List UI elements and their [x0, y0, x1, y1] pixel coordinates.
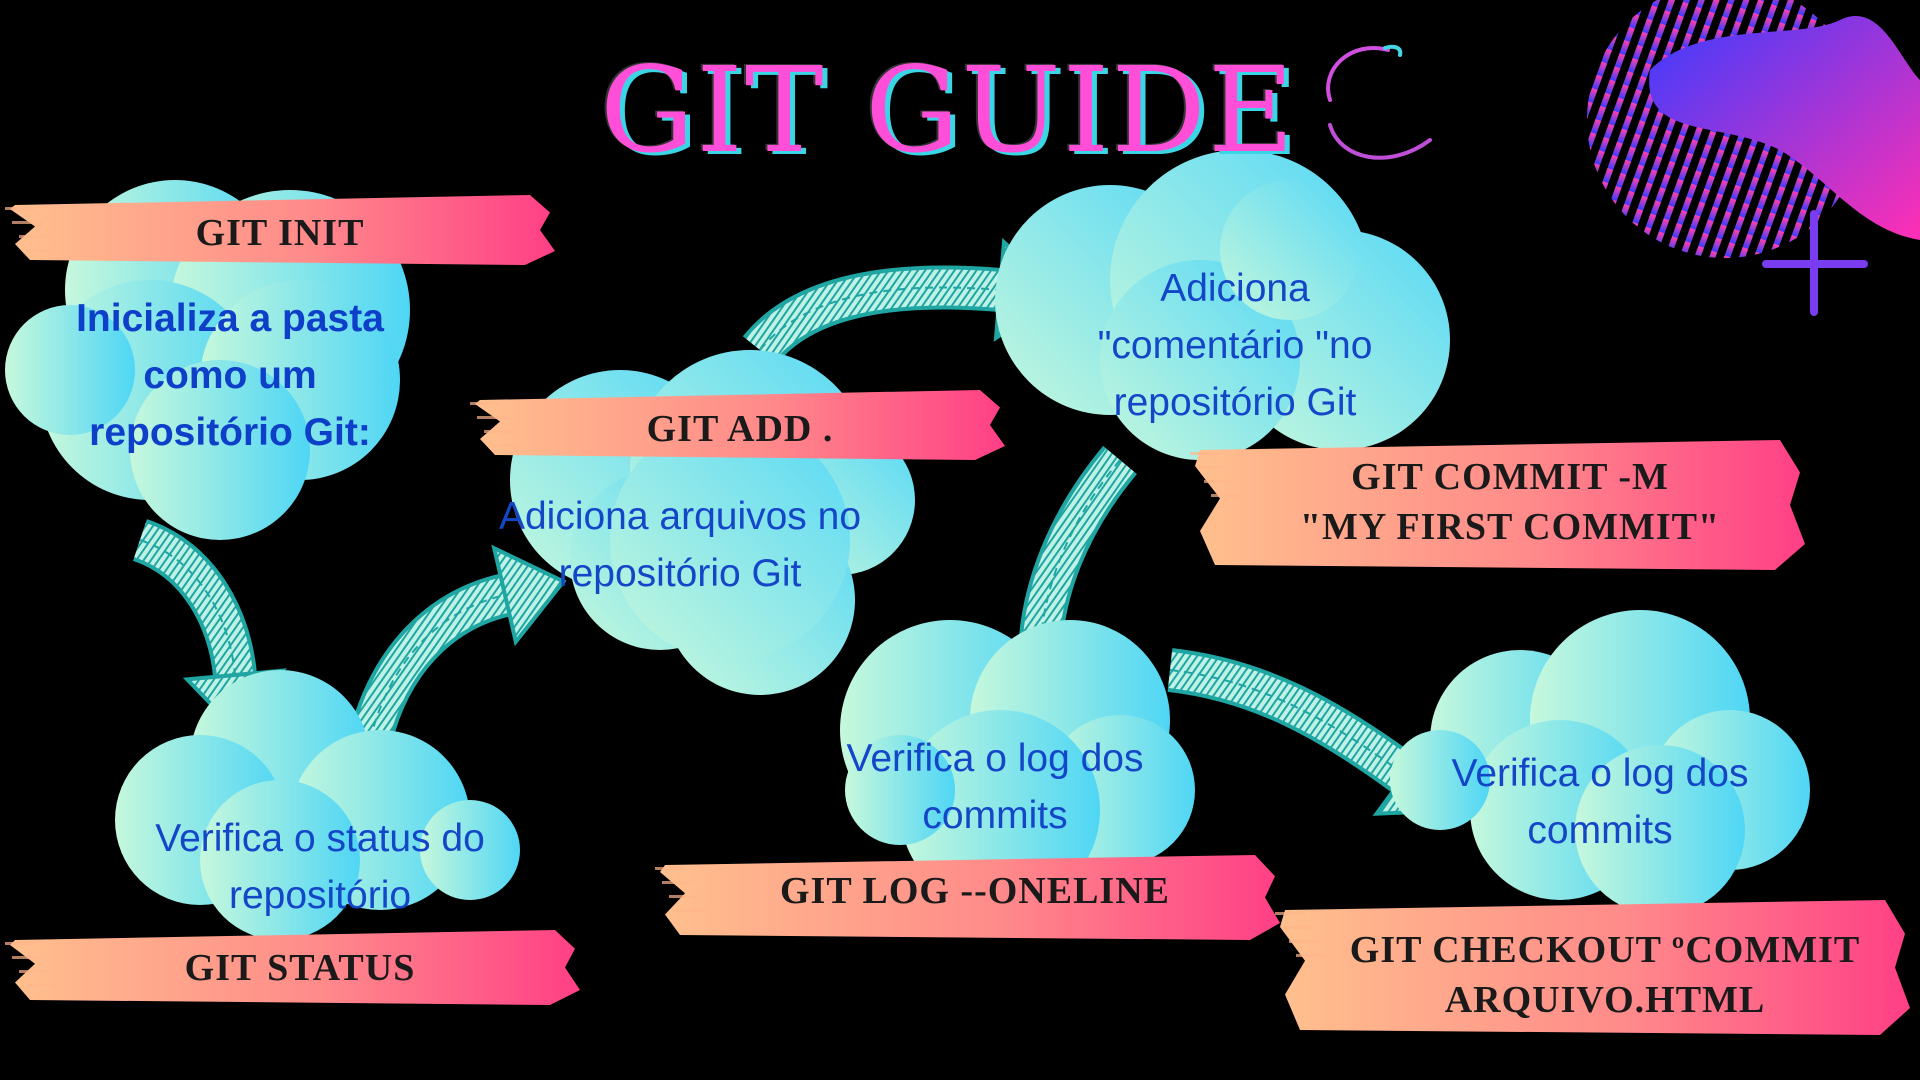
cloud-3: [510, 350, 915, 695]
striped-blob-icon: [1587, 0, 1920, 258]
step-6-description: Verifica o log dos commits: [1400, 745, 1800, 859]
cloud-2: [115, 670, 520, 940]
description-line: Verifica o status do: [155, 817, 485, 860]
command-line: ARQUIVO.HTML: [1444, 979, 1766, 1021]
label-stroke-6: [1275, 900, 1910, 1035]
label-stroke-4: [1190, 440, 1805, 570]
labels-layer: [5, 195, 1910, 1035]
step-1-command-label: GIT INIT: [20, 208, 540, 258]
description-line: repositório: [228, 874, 412, 917]
step-5-description: Verifica o log dos commits: [800, 730, 1190, 844]
label-stroke-3: [470, 390, 1005, 460]
step-6-command-label: GIT CHECKOUT ºCOMMIT ARQUIVO.HTML: [1295, 925, 1915, 1025]
description-line: Adiciona: [1160, 267, 1310, 310]
step-3-description: Adiciona arquivos no repositório Git: [470, 488, 890, 602]
step-2-command-label: GIT STATUS: [20, 943, 580, 993]
step-4-description: Adiciona "comentário "no repositório Git: [1040, 260, 1430, 431]
label-stroke-1: [5, 195, 555, 265]
command-line: GIT COMMIT -M: [1351, 456, 1669, 498]
step-5-command-label: GIT LOG --ONELINE: [670, 866, 1280, 916]
step-4-command-label: GIT COMMIT -M "MY FIRST COMMIT": [1210, 452, 1810, 552]
plus-icon: [1762, 210, 1868, 316]
command-line: GIT ADD .: [646, 408, 834, 450]
cloud-5: [840, 620, 1195, 910]
cloud-4: [995, 150, 1450, 460]
command-line: GIT LOG --ONELINE: [779, 870, 1171, 912]
step-3-command-label: GIT ADD .: [480, 404, 1000, 454]
description-line: Adiciona arquivos no: [498, 495, 862, 538]
description-line: repositório Git: [558, 552, 802, 595]
cloud-6: [1390, 610, 1810, 915]
description-line: Inicializa a pasta: [76, 297, 384, 340]
description-line: commits: [922, 794, 1068, 837]
swirl-icon: [1326, 44, 1432, 160]
description-line: commits: [1527, 809, 1673, 852]
step-1-description: Inicializa a pasta como um repositório Git…: [40, 290, 420, 461]
description-line: como um: [143, 354, 317, 397]
label-stroke-2: [5, 930, 580, 1005]
clouds-layer: [5, 150, 1810, 940]
command-line: "MY FIRST COMMIT": [1299, 506, 1721, 548]
description-line: Verifica o log dos: [846, 737, 1144, 780]
description-line: "comentário "no: [1097, 324, 1373, 367]
description-line: repositório Git: [1113, 381, 1357, 424]
label-stroke-5: [655, 855, 1280, 940]
command-line: GIT STATUS: [184, 947, 416, 989]
arrow-status-to-add: [348, 544, 567, 746]
description-line: Verifica o log dos: [1451, 752, 1749, 795]
command-line: GIT INIT: [195, 212, 365, 254]
step-2-description: Verifica o status do repositório: [110, 810, 530, 924]
description-line: repositório Git:: [89, 411, 371, 454]
command-line: GIT CHECKOUT ºCOMMIT: [1349, 929, 1861, 971]
page-title: GIT GUIDE: [600, 41, 1297, 179]
